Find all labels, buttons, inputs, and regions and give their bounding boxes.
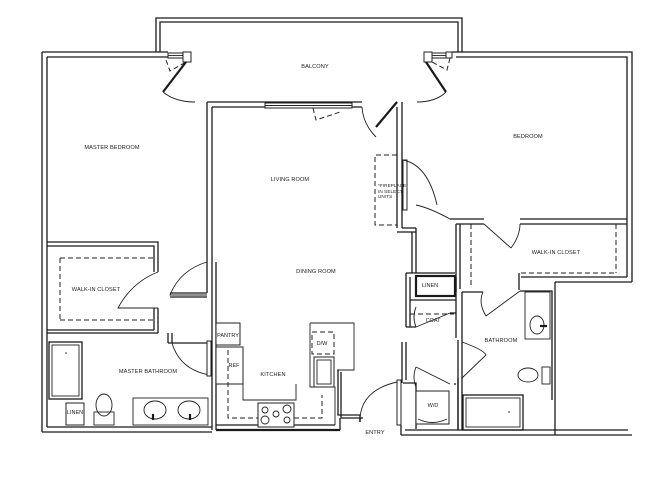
label-entry: ENTRY	[365, 430, 385, 436]
bedroom-walls	[416, 51, 633, 282]
master-walk-in-closet	[47, 241, 159, 334]
label-master-walk-in-closet: WALK-IN CLOSET	[71, 287, 121, 293]
label-master-bathroom: MASTER BATHROOM	[118, 369, 178, 375]
central-west-wall	[206, 102, 438, 262]
label-ref: REF	[228, 363, 240, 369]
label-master-bedroom: MASTER BEDROOM	[84, 145, 140, 151]
label-bathroom: BATHROOM	[484, 338, 518, 344]
label-kitchen: KITCHEN	[260, 372, 286, 378]
balcony-railing	[155, 17, 463, 52]
label-linen-hall: LINEN	[421, 283, 439, 289]
bedroom-walk-in-closet	[415, 204, 627, 292]
label-dw: D/W	[316, 341, 328, 347]
label-bedroom: BEDROOM	[513, 134, 543, 140]
master-balcony-door	[162, 59, 196, 103]
hall-walls	[401, 228, 417, 383]
master-bath-fixtures	[42, 341, 212, 433]
master-bath-walls	[167, 262, 217, 430]
bathroom	[458, 281, 632, 435]
label-coat: COAT	[425, 318, 441, 324]
label-living-room: LIVING ROOM	[270, 177, 310, 183]
note-fireplace: *FIREPLACE IN SELECT UNITS	[378, 183, 407, 199]
label-balcony: BALCONY	[301, 64, 329, 70]
kitchen	[215, 322, 363, 432]
label-pantry: PANTRY	[217, 333, 239, 339]
living-room-north-wall	[207, 101, 398, 138]
label-linen-master: LINEN	[66, 410, 84, 416]
label-bedroom-walk-in-closet: WALK-IN CLOSET	[531, 250, 581, 256]
label-dining-room: DINING ROOM	[296, 269, 336, 275]
label-wd: W/D	[427, 403, 439, 409]
hall-closets	[403, 272, 457, 429]
